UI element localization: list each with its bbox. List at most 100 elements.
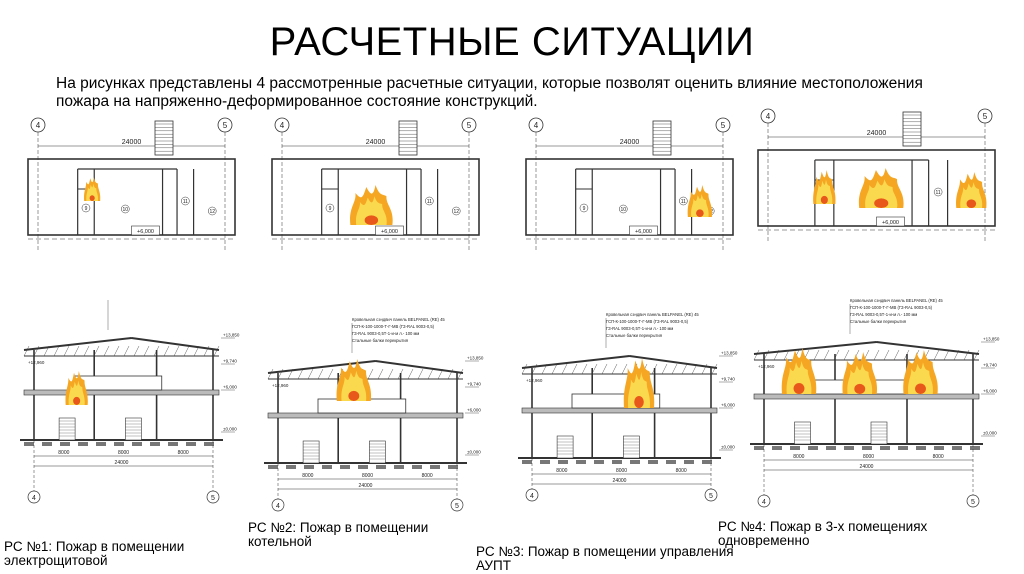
foundation-footing <box>558 460 568 464</box>
mezzanine-block <box>73 375 163 391</box>
foundation-footing <box>60 442 70 446</box>
level-box <box>375 225 404 236</box>
roof-top-chord <box>521 355 630 369</box>
truss-diagonal <box>753 349 760 361</box>
truss-diagonal <box>711 363 718 375</box>
fire-flame-shape <box>816 179 833 204</box>
span-dimension-label: 24000 <box>620 139 640 146</box>
foundation-footing <box>186 442 196 446</box>
foundation-footing <box>648 460 658 464</box>
gate-door <box>58 417 76 441</box>
foundation-footing <box>24 442 34 446</box>
truss-diagonal <box>447 368 454 380</box>
truss-diagonal <box>581 363 588 375</box>
foundation-footing <box>448 465 458 469</box>
room-number-bubble <box>181 196 190 206</box>
fire-icon <box>623 358 655 408</box>
foundation-footing <box>114 442 124 446</box>
gate-door <box>623 435 640 459</box>
fire-icon <box>903 350 938 394</box>
plan-level-label: +6,000 <box>381 229 398 235</box>
foundation-footing <box>826 446 836 450</box>
foundation-footing <box>412 465 422 469</box>
foundation-footing <box>358 465 368 469</box>
bay-dimension-label: 8000 <box>118 450 129 456</box>
truss-diagonal <box>83 345 90 357</box>
room-number-bubble <box>325 203 335 213</box>
truss-diagonal <box>963 349 970 361</box>
truss-diagonal <box>943 349 950 361</box>
total-dimension-label: 24000 <box>613 478 627 484</box>
fire-core-shape <box>820 195 828 204</box>
roof-note-text: ГЗ-RAL 9003-0,5Т-1-и-м л.- 100 мм <box>352 331 419 336</box>
bay-dimension-label: 8000 <box>556 468 567 474</box>
foundation-footing <box>304 465 314 469</box>
foundation-footing <box>168 442 178 446</box>
room-number: 9 <box>329 206 332 212</box>
room-number-bubble <box>619 204 628 214</box>
fire-icon <box>687 185 713 217</box>
truss-diagonal <box>43 345 50 357</box>
truss-diagonal <box>427 368 434 380</box>
section-level-label: +12,960 <box>758 364 775 369</box>
truss-diagonal <box>783 349 790 361</box>
truss-diagonal <box>53 345 60 357</box>
gate-door <box>556 435 574 459</box>
axis-label-right: 5 <box>467 121 472 130</box>
bay-dimension-label: 8000 <box>362 473 373 479</box>
truss-diagonal <box>123 345 130 357</box>
foundation-footing <box>340 465 350 469</box>
foundation-footing <box>666 460 676 464</box>
plan-level-label: +6,000 <box>635 229 652 235</box>
gate-door <box>125 417 142 441</box>
truss-diagonal <box>541 363 548 375</box>
plan-level-label: +6,000 <box>137 229 154 235</box>
section-level-label: +12,960 <box>28 360 45 365</box>
axis-bubble-right <box>966 494 980 508</box>
truss-diagonal <box>763 349 770 361</box>
truss-diagonal <box>691 363 698 375</box>
section-level-label: ±0,000 <box>223 427 237 432</box>
truss-diagonal <box>33 345 40 357</box>
roof-note-text: Кровельная сэндвич панель BELPANEL (RE) … <box>352 317 445 322</box>
fire-flame-shape <box>960 182 983 208</box>
axis-label-left: 4 <box>276 503 280 510</box>
slide-title: РАСЧЕТНЫЕ СИТУАЦИИ <box>269 20 755 64</box>
truss-diagonal <box>23 345 30 357</box>
truss-diagonal <box>561 363 568 375</box>
truss-diagonal <box>193 345 200 357</box>
foundation-footing <box>42 442 52 446</box>
stair-tower <box>902 111 922 147</box>
floor-slab <box>267 412 464 419</box>
foundation-footing <box>934 446 944 450</box>
foundation-footing <box>630 460 640 464</box>
fire-core-shape <box>915 383 926 394</box>
fire-core-shape <box>364 215 379 225</box>
fire-core-shape <box>634 396 644 408</box>
axis-label-left: 4 <box>530 493 534 500</box>
fire-icon <box>858 168 904 208</box>
axis-bubble-left <box>271 498 285 512</box>
floor-slab <box>753 393 980 400</box>
span-dimension-label: 24000 <box>867 130 887 137</box>
bay-dimension-label: 8000 <box>863 454 874 460</box>
foundation-footing <box>970 446 980 450</box>
truss-diagonal <box>183 345 190 357</box>
truss-diagonal <box>277 368 284 380</box>
foundation-footing <box>376 465 386 469</box>
fire-core-shape <box>696 209 704 217</box>
fire-core-shape <box>89 195 95 201</box>
foundation-footing <box>268 465 278 469</box>
fire-core-shape <box>874 198 889 208</box>
roof-note-text: Кровельная сэндвич панель BELPANEL (RE) … <box>606 312 699 317</box>
caption-rs2: РС №2: Пожар в помещении котельной <box>248 520 429 549</box>
axis-label-right: 5 <box>223 121 228 130</box>
bay-dimension-label: 8000 <box>616 468 627 474</box>
caption-rs3: РС №3: Пожар в помещении управления АУПТ <box>476 544 734 573</box>
roof-top-chord <box>23 337 132 351</box>
fire-flame-shape <box>355 196 387 225</box>
roof-top-chord <box>629 355 718 369</box>
fire-flame-shape <box>341 370 367 401</box>
section-level-label: +9,740 <box>223 359 237 364</box>
